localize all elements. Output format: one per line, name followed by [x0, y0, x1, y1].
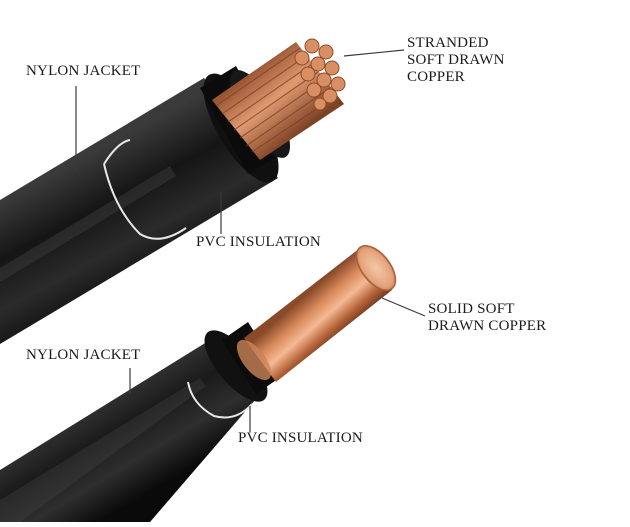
leader-bottom-copper: [381, 297, 426, 317]
bottom-nylon-jacket: [0, 340, 262, 522]
label-text: NYLON JACKET: [26, 63, 141, 79]
bottom-cable: [0, 245, 397, 522]
top-nylon-jacket: [0, 78, 278, 344]
bottom-white-band: [187, 381, 253, 419]
bottom-copper-rod-end: [355, 245, 397, 291]
label-line: SOFT DRAWN: [407, 52, 505, 68]
label-bottom-pvc-insulation: PVC INSULATION: [238, 430, 363, 447]
top-strand-ends: [294, 38, 346, 111]
label-line: DRAWN COPPER: [428, 318, 547, 334]
label-top-pvc-insulation: PVC INSULATION: [196, 234, 321, 251]
label-top-nylon-jacket: NYLON JACKET: [26, 63, 140, 80]
top-cable: [0, 38, 346, 344]
label-line: STRANDED: [407, 35, 489, 51]
leader-top-copper: [343, 49, 405, 57]
label-top-stranded-copper: STRANDED SOFT DRAWN COPPER: [407, 35, 505, 86]
label-text: PVC INSULATION: [238, 430, 363, 446]
leader-lines: [75, 49, 426, 432]
label-text: NYLON JACKET: [26, 347, 141, 363]
bottom-copper-rod: [244, 248, 392, 382]
top-white-band: [103, 139, 187, 240]
label-bottom-solid-copper: SOLID SOFT DRAWN COPPER: [428, 301, 546, 335]
label-text: PVC INSULATION: [196, 234, 321, 250]
label-line: SOLID SOFT: [428, 301, 515, 317]
label-line: COPPER: [407, 69, 465, 85]
label-bottom-nylon-jacket: NYLON JACKET: [26, 347, 140, 364]
